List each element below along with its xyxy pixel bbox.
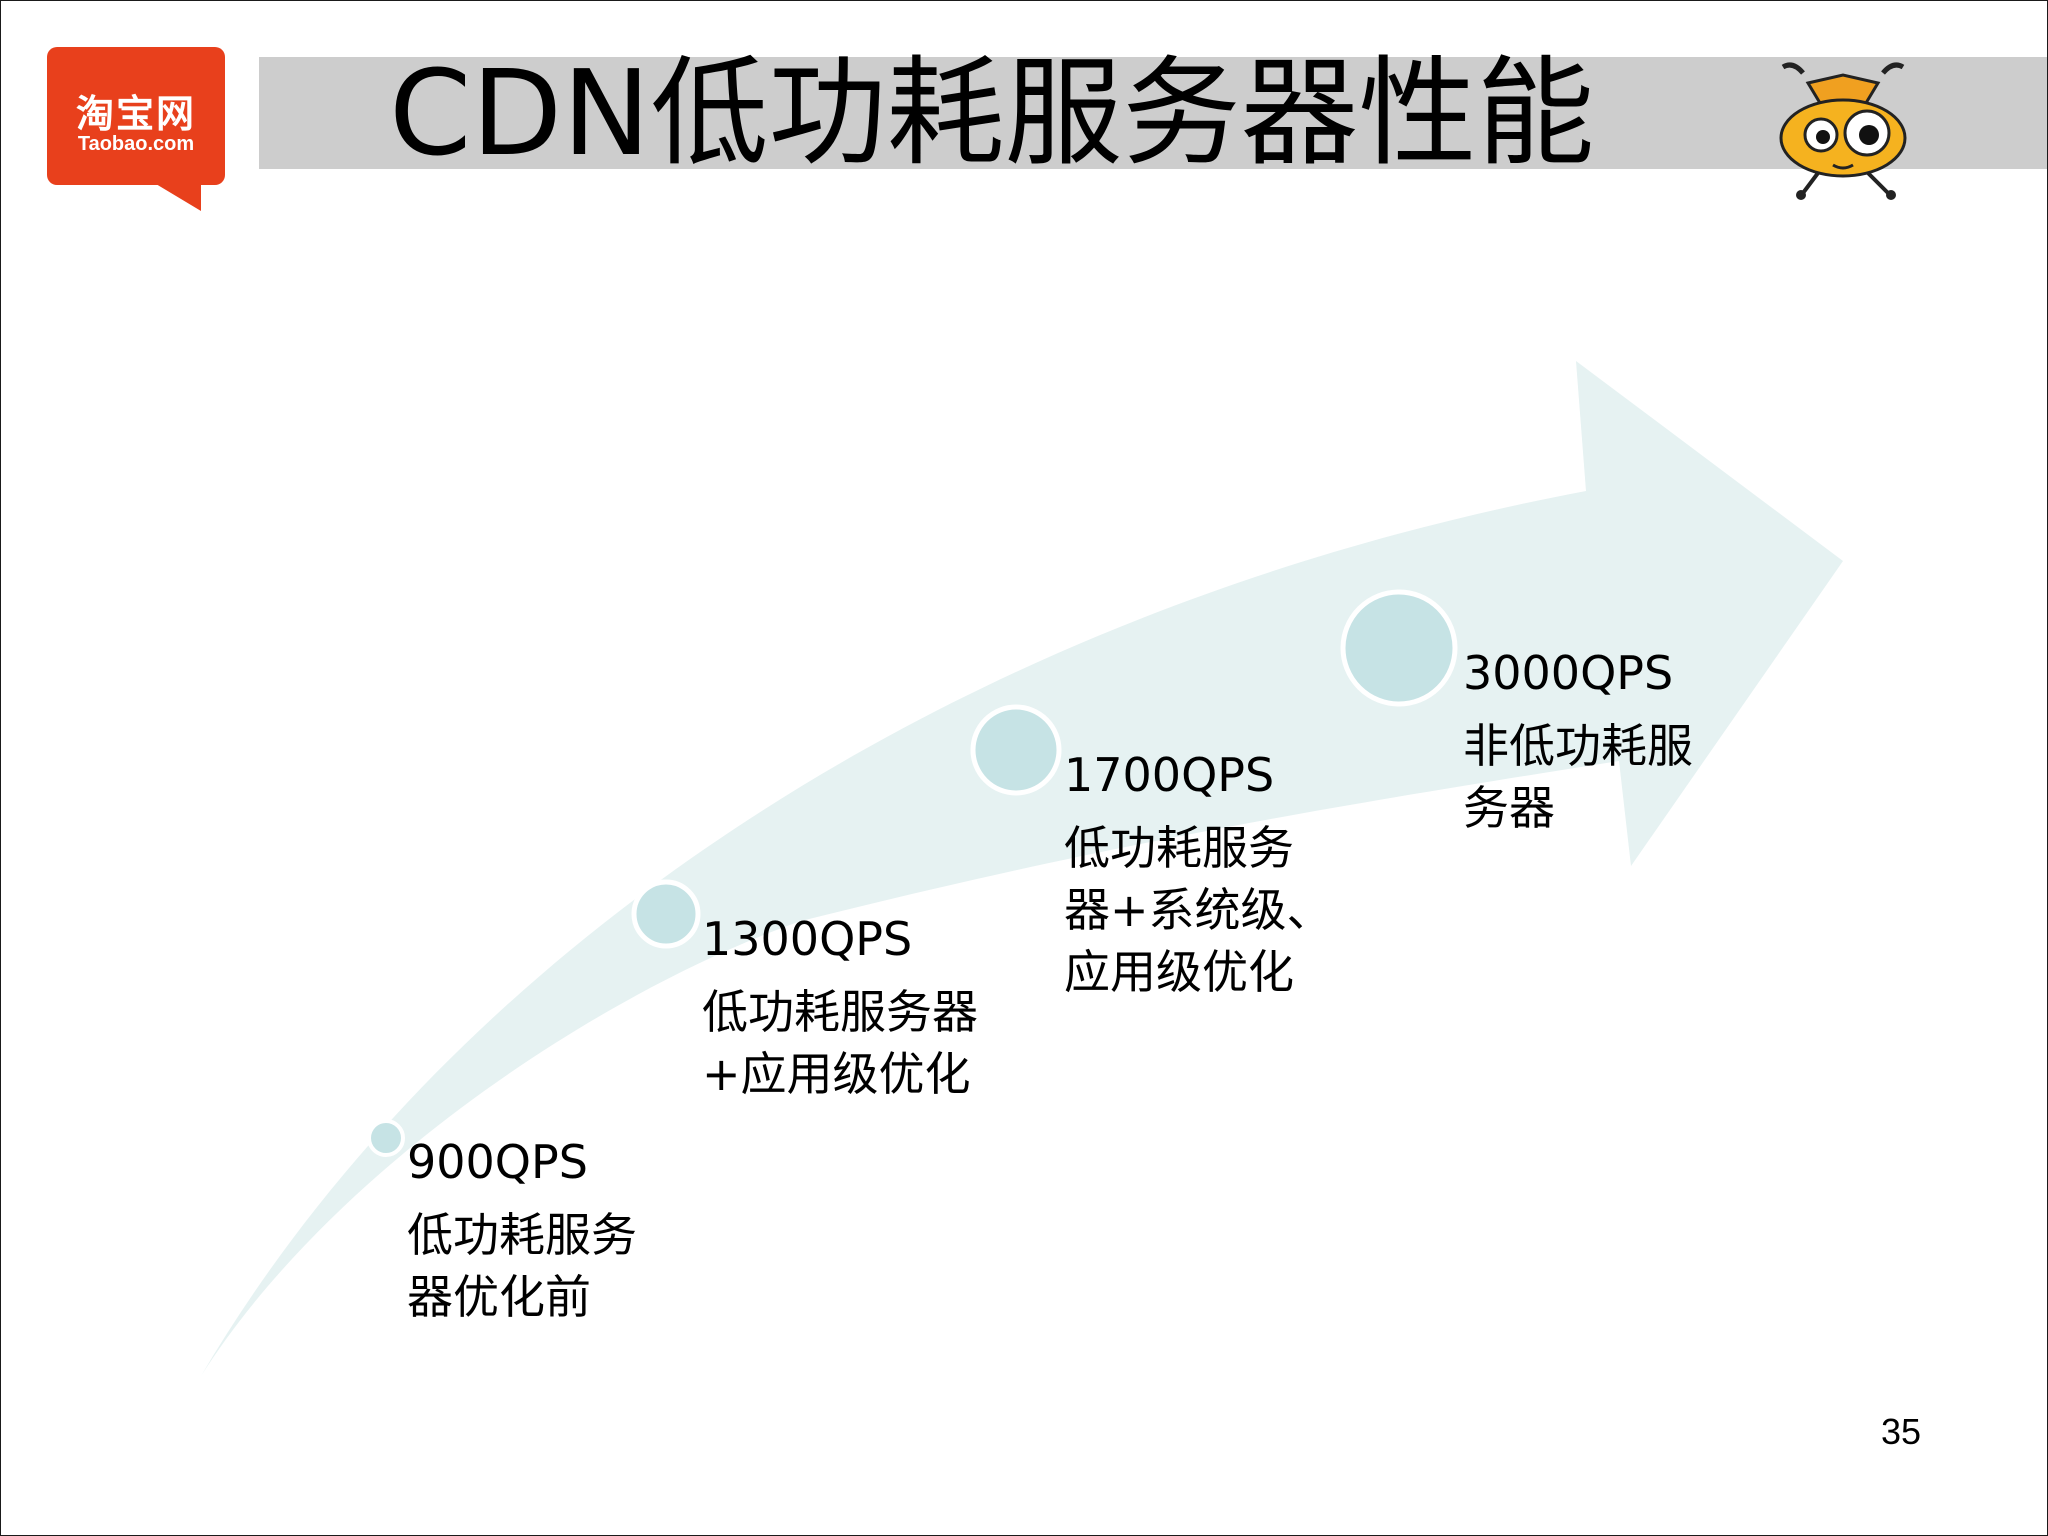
growth-diagram — [201, 361, 1843, 1376]
node-desc-line: 务器 — [1463, 781, 1555, 835]
node-qps: 3000QPS — [1463, 646, 1674, 700]
node-description: 低功耗服务 器+系统级、 应用级优化 — [1064, 817, 1333, 1003]
node-desc-line: +应用级优化 — [702, 1047, 971, 1101]
logo-domain: Taobao.com — [77, 133, 195, 155]
node-desc-line: 低功耗服务器 — [702, 985, 978, 1039]
node-qps: 1300QPS — [702, 912, 913, 966]
node-qps: 1700QPS — [1064, 748, 1275, 802]
node-description: 低功耗服务器 +应用级优化 — [702, 981, 978, 1105]
ant-mascot-icon — [1779, 62, 1907, 200]
node-qps: 900QPS — [407, 1135, 588, 1189]
taobao-logo: 淘宝网 Taobao.com — [47, 47, 225, 185]
logo-speech-tail — [151, 181, 201, 211]
node-desc-line: 低功耗服务 — [407, 1208, 637, 1262]
node-marker-1300 — [631, 879, 701, 949]
node-3000qps: 3000QPS 非低功耗服 务器 — [1463, 645, 1693, 839]
node-1300qps: 1300QPS 低功耗服务器 +应用级优化 — [702, 911, 978, 1105]
node-marker-3000 — [1340, 589, 1458, 707]
node-desc-line: 器优化前 — [407, 1270, 591, 1324]
node-desc-line: 低功耗服务 — [1064, 821, 1294, 875]
node-1700qps: 1700QPS 低功耗服务 器+系统级、 应用级优化 — [1064, 747, 1333, 1003]
node-marker-900 — [367, 1119, 405, 1157]
title-bar — [259, 57, 2047, 169]
node-marker-1700 — [970, 704, 1062, 796]
page-number: 35 — [1881, 1411, 1922, 1452]
node-description: 非低功耗服 务器 — [1463, 715, 1693, 839]
node-desc-line: 应用级优化 — [1064, 945, 1294, 999]
node-desc-line: 器+系统级、 — [1064, 883, 1333, 937]
node-900qps: 900QPS 低功耗服务 器优化前 — [407, 1134, 637, 1328]
logo-name: 淘宝网 — [75, 92, 196, 136]
slide-title: CDN低功耗服务器性能 — [389, 44, 1595, 182]
node-desc-line: 非低功耗服 — [1463, 719, 1693, 773]
node-description: 低功耗服务 器优化前 — [407, 1204, 637, 1328]
